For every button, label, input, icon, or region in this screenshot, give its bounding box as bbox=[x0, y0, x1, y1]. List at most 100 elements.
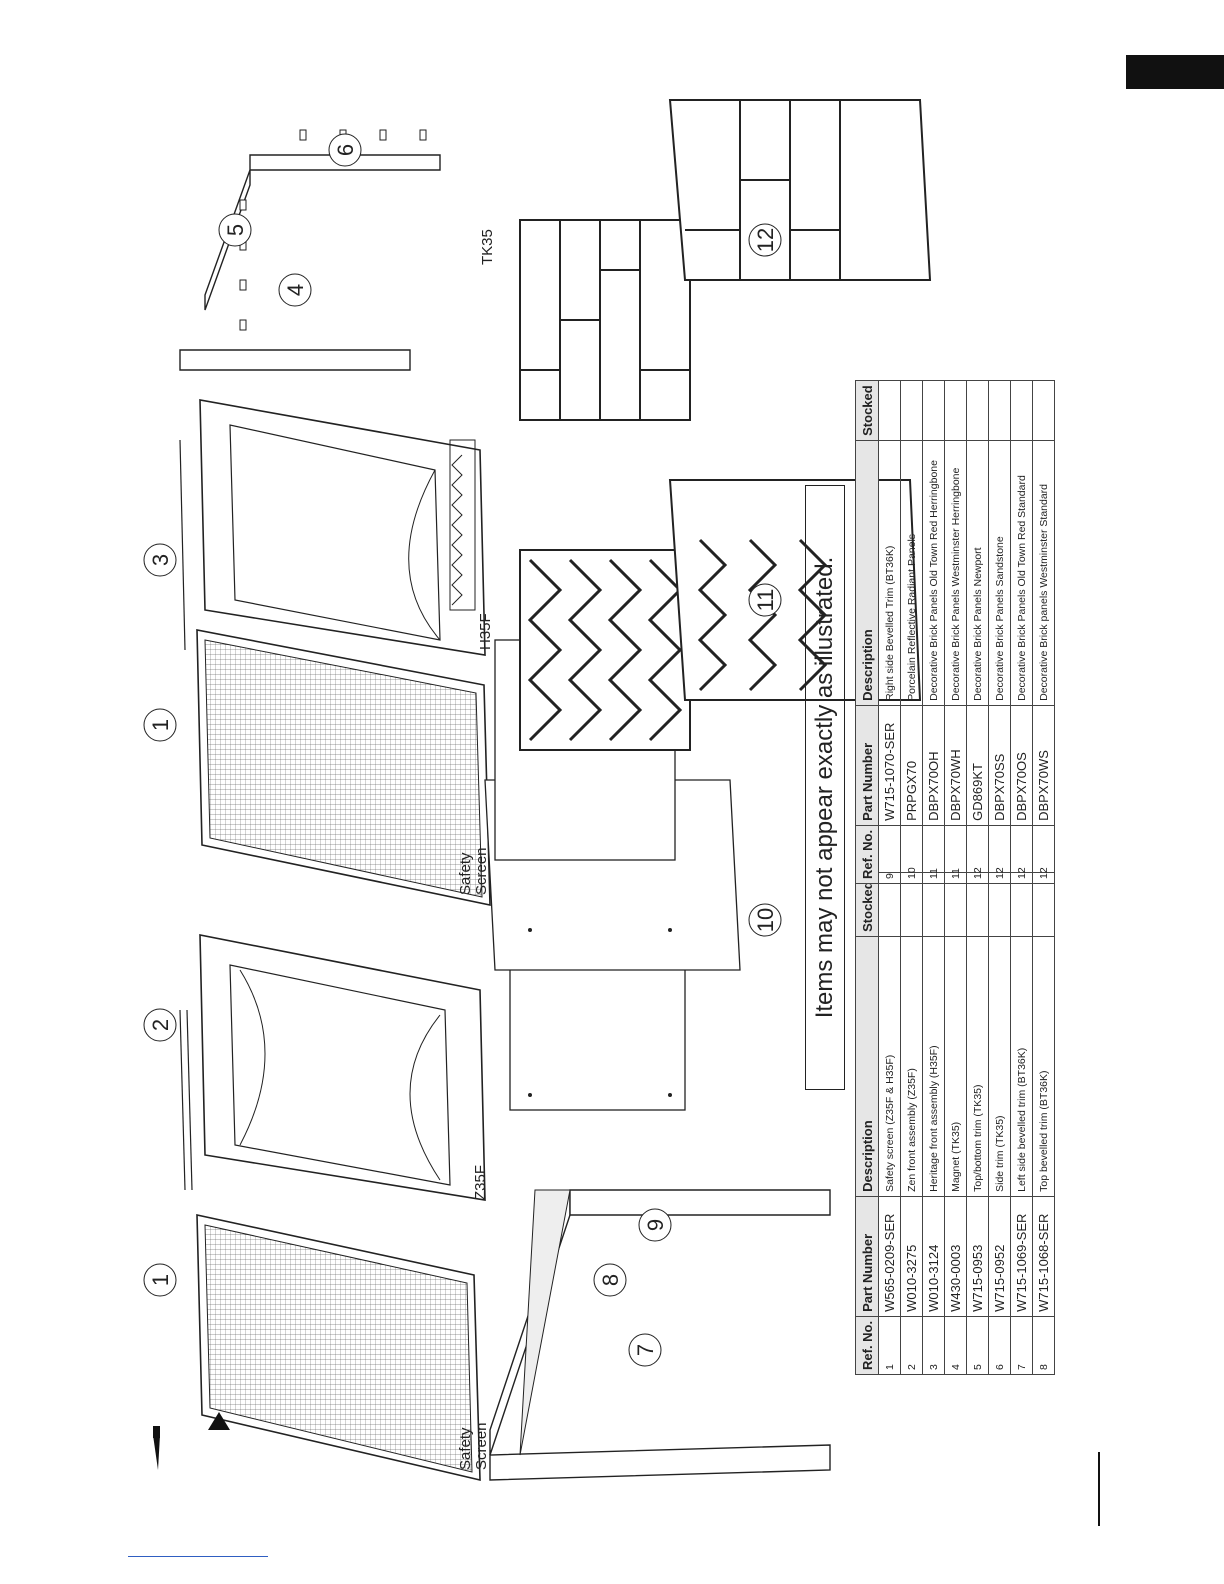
part-number-cell: DBPX70OH bbox=[922, 705, 945, 826]
part-number-cell: W715-0952 bbox=[988, 1196, 1011, 1317]
model-label-tk35: TK35 bbox=[479, 229, 496, 265]
part-number-cell: W715-1069-SER bbox=[1010, 1196, 1033, 1317]
stocked-cell bbox=[988, 380, 1011, 441]
description-cell: Decorative Brick Panels Newport bbox=[966, 440, 989, 706]
description-cell: Magnet (TK35) bbox=[944, 936, 967, 1197]
description-cell: Left side bevelled trim (BT36K) bbox=[1010, 936, 1033, 1197]
description-cell: Porcelain Reflective Radiant Panels bbox=[900, 440, 923, 706]
description-cell: Top/bottom trim (TK35) bbox=[966, 936, 989, 1197]
stocked-cell bbox=[1032, 380, 1055, 441]
callout-1a: 1 bbox=[148, 1274, 173, 1286]
callout-2: 2 bbox=[148, 1019, 173, 1031]
header-stocked: Stocked bbox=[855, 380, 879, 441]
description-cell: Decorative Brick panels Westminster Stan… bbox=[1032, 440, 1055, 706]
stocked-cell bbox=[878, 380, 901, 441]
header-part-number: Part Number bbox=[855, 1196, 879, 1317]
callout-1b: 1 bbox=[148, 719, 173, 731]
stocked-cell bbox=[922, 380, 945, 441]
exploded-parts-illustration: 1 2 1 3 4 5 6 7 8 9 10 11 12 Z35F H35F T… bbox=[143, 99, 932, 1482]
ref-cell: 9 bbox=[878, 825, 901, 884]
part-number-cell: PRPGX70 bbox=[900, 705, 923, 826]
bevelled-trim-illustration bbox=[489, 1189, 831, 1481]
callout-7: 7 bbox=[633, 1344, 658, 1356]
callout-11: 11 bbox=[753, 589, 778, 612]
header-ref-no: Ref. No. bbox=[855, 825, 879, 884]
heritage-front-illustration bbox=[179, 399, 486, 656]
ref-cell: 6 bbox=[988, 1316, 1011, 1375]
part-number-cell: W715-1070-SER bbox=[878, 705, 901, 826]
rotated-parts-page: 1 2 1 3 4 5 6 7 8 9 10 11 12 Z35F H35F T… bbox=[140, 90, 1100, 1490]
callout-10: 10 bbox=[753, 908, 778, 932]
part-number-cell: DBPX70WS bbox=[1032, 705, 1055, 826]
parts-table-right: Ref. No. Part Number Description Stocked… bbox=[855, 380, 1055, 884]
part-number-cell: DBPX70OS bbox=[1010, 705, 1033, 826]
footer-link-underline bbox=[128, 1556, 268, 1557]
callout-6: 6 bbox=[333, 144, 358, 156]
table-header-row: Ref. No. Part Number Description Stocked bbox=[855, 872, 879, 1375]
section-tab-marker bbox=[1126, 55, 1224, 89]
safety-screen-label-left-1: Safety bbox=[457, 1427, 474, 1470]
parts-table-left: Ref. No. Part Number Description Stocked… bbox=[855, 872, 1055, 1375]
description-cell: Zen front assembly (Z35F) bbox=[900, 936, 923, 1197]
ref-cell: 10 bbox=[900, 825, 923, 884]
stocked-cell bbox=[966, 380, 989, 441]
safety-screen-label-right-2: Screen bbox=[473, 847, 490, 895]
ref-cell: 12 bbox=[988, 825, 1011, 884]
part-number-cell: DBPX70SS bbox=[988, 705, 1011, 826]
safety-screen-label-left-2: Screen bbox=[473, 1422, 490, 1470]
part-number-cell: W715-0953 bbox=[966, 1196, 989, 1317]
description-cell: Decorative Brick Panels Sandstone bbox=[988, 440, 1011, 706]
stocked-cell bbox=[900, 380, 923, 441]
header-description: Description bbox=[855, 936, 879, 1197]
safety-screen-illustration-left bbox=[153, 1214, 481, 1482]
ref-cell: 11 bbox=[922, 825, 945, 884]
header-part-number: Part Number bbox=[855, 705, 879, 826]
ref-cell: 12 bbox=[966, 825, 989, 884]
description-cell: Top bevelled trim (BT36K) bbox=[1032, 936, 1055, 1197]
ref-cell: 2 bbox=[900, 1316, 923, 1375]
description-cell: Side trim (TK35) bbox=[988, 936, 1011, 1197]
safety-screen-label-right-1: Safety bbox=[457, 852, 474, 895]
ref-cell: 5 bbox=[966, 1316, 989, 1375]
ref-cell: 8 bbox=[1032, 1316, 1055, 1375]
callout-12: 12 bbox=[753, 228, 778, 252]
part-number-cell: W010-3124 bbox=[922, 1196, 945, 1317]
ref-cell: 11 bbox=[944, 825, 967, 884]
stocked-cell bbox=[1010, 380, 1033, 441]
ref-cell: 7 bbox=[1010, 1316, 1033, 1375]
zen-front-illustration bbox=[179, 934, 486, 1201]
table-header-row: Ref. No. Part Number Description Stocked bbox=[855, 380, 879, 884]
callout-8: 8 bbox=[598, 1274, 623, 1286]
ref-cell: 12 bbox=[1010, 825, 1033, 884]
part-number-cell: W010-3275 bbox=[900, 1196, 923, 1317]
ref-cell: 12 bbox=[1032, 825, 1055, 884]
description-cell: Decorative Brick Panels Westminster Herr… bbox=[944, 440, 967, 706]
description-cell: Heritage front assembly (H35F) bbox=[922, 936, 945, 1197]
callout-4: 4 bbox=[283, 284, 308, 296]
standard-brick-panels-illustration bbox=[519, 99, 932, 421]
part-number-cell: GD869KT bbox=[966, 705, 989, 826]
stocked-cell bbox=[944, 380, 967, 441]
callout-9: 9 bbox=[643, 1219, 668, 1231]
callout-markers bbox=[143, 133, 782, 1367]
part-number-cell: DBPX70WH bbox=[944, 705, 967, 826]
part-number-cell: W430-0003 bbox=[944, 1196, 967, 1317]
page-number-rule bbox=[1098, 1452, 1100, 1526]
description-cell: Right side Bevelled Trim (BT36K) bbox=[878, 440, 901, 706]
arrow-icon bbox=[153, 1435, 160, 1470]
header-ref-no: Ref. No. bbox=[855, 1316, 879, 1375]
